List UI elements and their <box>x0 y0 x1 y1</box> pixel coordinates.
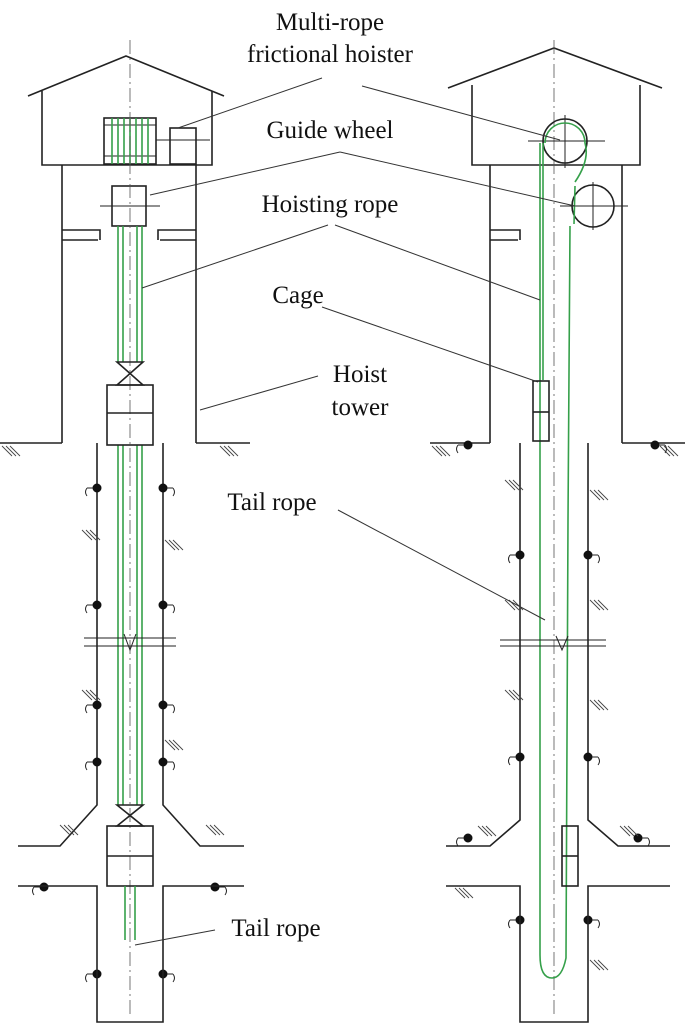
leader-lines <box>134 77 576 946</box>
label-hoist-tower-line1: Hoist <box>333 361 387 388</box>
left-hoist-tower <box>61 165 197 443</box>
right-lower-cage <box>561 825 579 887</box>
left-lower-cage <box>106 804 154 887</box>
right-hoister-wheel <box>528 115 605 168</box>
label-cage: Cage <box>272 282 323 309</box>
left-hoist-system <box>0 40 250 1023</box>
label-hoister-line2: frictional hoister <box>247 41 414 68</box>
label-tail-rope-middle: Tail rope <box>227 489 316 516</box>
label-hoisting-rope: Hoisting rope <box>262 191 399 218</box>
right-hoist-tower <box>489 165 623 443</box>
left-hoister-drum <box>103 117 210 165</box>
right-upper-cage <box>532 380 550 442</box>
label-tail-rope-bottom: Tail rope <box>231 915 320 942</box>
label-hoister-line1: Multi-rope <box>276 9 384 36</box>
left-guide-wheel <box>100 185 160 227</box>
right-shaft-walls <box>446 443 670 847</box>
left-hoisting-ropes <box>117 226 143 805</box>
right-hoist-system <box>430 40 685 1023</box>
label-hoist-tower-line2: tower <box>332 394 390 421</box>
right-guide-wheel <box>560 182 628 230</box>
left-shaft-walls <box>18 443 244 847</box>
left-house-roof <box>27 55 225 97</box>
right-house-roof <box>447 47 663 89</box>
right-rope-loop <box>539 122 588 979</box>
left-tail-ropes <box>124 886 136 940</box>
left-upper-cage <box>106 361 154 446</box>
label-guide-wheel: Guide wheel <box>266 117 393 144</box>
